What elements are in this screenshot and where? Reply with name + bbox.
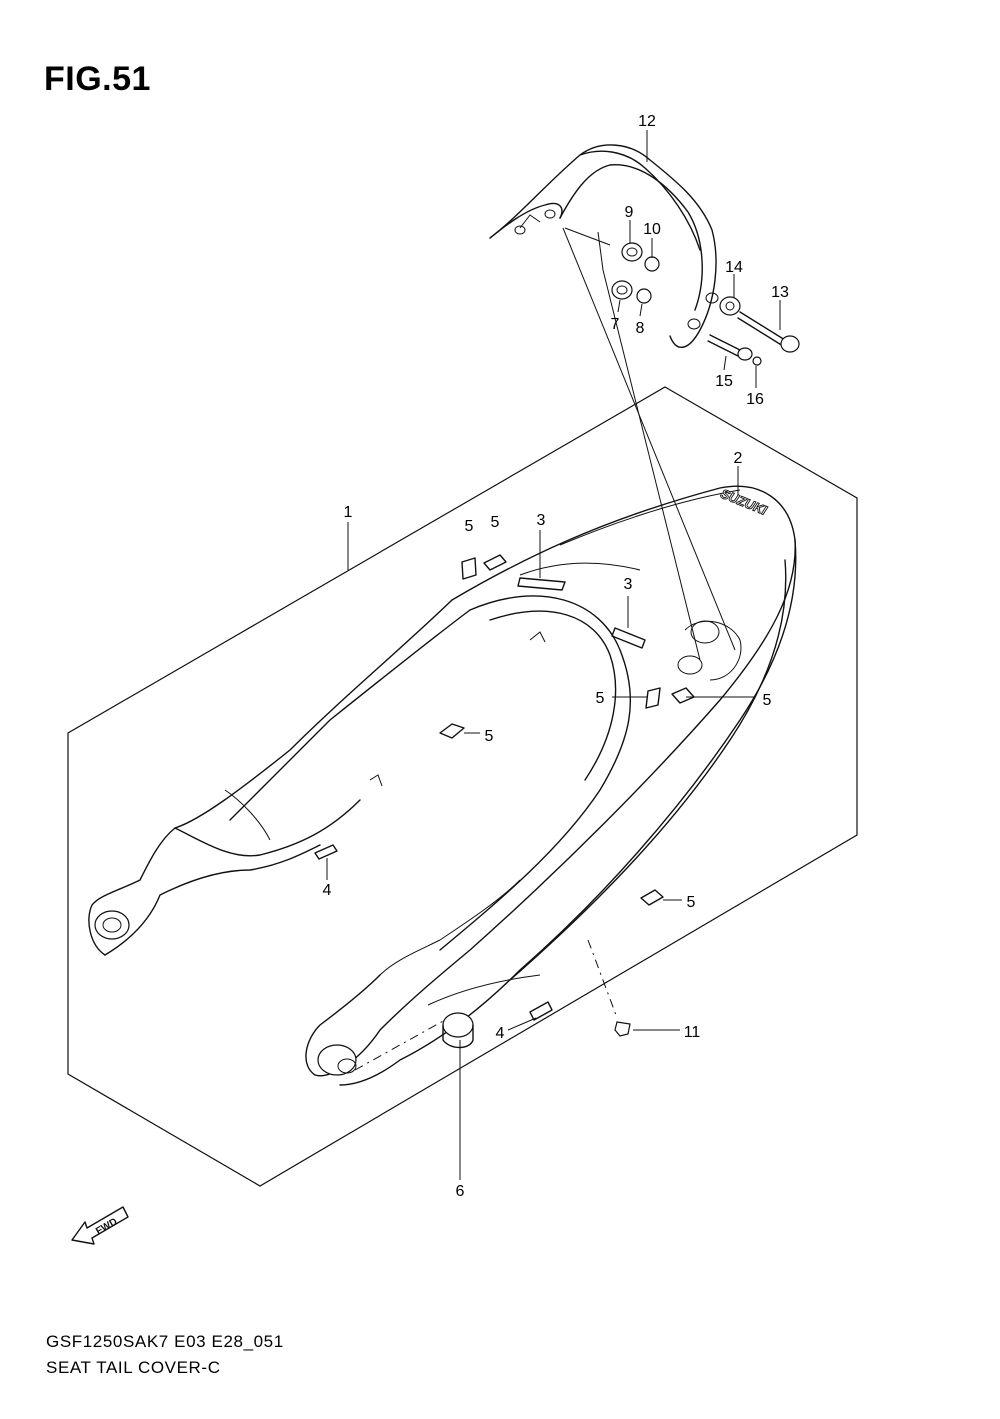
cushion-7 xyxy=(611,280,633,300)
callout-5d: 5 xyxy=(763,692,772,709)
hardware xyxy=(442,242,800,1049)
right-mount-boss xyxy=(317,1044,357,1076)
callout-12: 12 xyxy=(638,113,656,130)
alignment-lines xyxy=(354,227,736,1071)
pad-5e xyxy=(439,723,465,739)
decal-3b xyxy=(611,627,646,649)
bolt-15 xyxy=(707,334,741,357)
callout-7: 7 xyxy=(611,316,620,333)
callout-15: 15 xyxy=(715,373,733,390)
collar-10 xyxy=(644,256,660,272)
pad-5d xyxy=(671,687,695,704)
seat-tail-cover xyxy=(88,485,797,1086)
fwd-arrow-label: FWD xyxy=(94,1216,119,1237)
cushion-9 xyxy=(621,242,643,262)
callout-13: 13 xyxy=(771,284,789,301)
callout-8: 8 xyxy=(636,320,645,337)
clip-11 xyxy=(614,1021,631,1037)
grab-rail xyxy=(489,144,719,348)
callout-5e: 5 xyxy=(485,728,494,745)
callout-5c: 5 xyxy=(596,690,605,707)
pad-4b xyxy=(529,1001,553,1021)
callout-6: 6 xyxy=(456,1183,465,1200)
callout-9: 9 xyxy=(625,204,634,221)
assembly-frame xyxy=(67,386,858,1187)
pad-4a xyxy=(314,844,338,860)
left-mount-boss xyxy=(94,910,130,940)
figure-title: FIG.51 xyxy=(44,60,151,98)
leader-lines xyxy=(326,130,781,1180)
pad-5b xyxy=(483,554,507,571)
callout-3b: 3 xyxy=(624,576,633,593)
callout-5f: 5 xyxy=(687,894,696,911)
callout-5a: 5 xyxy=(465,518,474,535)
callout-4b: 4 xyxy=(496,1025,505,1042)
callout-11: 11 xyxy=(684,1024,701,1041)
decal-pads xyxy=(314,554,695,1021)
callout-16: 16 xyxy=(746,391,764,408)
bolt-13 xyxy=(737,311,786,347)
callouts: 1 2 3 3 4 4 5 5 5 5 5 5 6 7 8 9 10 11 12… xyxy=(323,113,789,1200)
model-code: GSF1250SAK7 E03 E28_051 xyxy=(46,1332,284,1351)
callout-10: 10 xyxy=(643,221,661,238)
cushion-6 xyxy=(442,1012,474,1038)
washer-16 xyxy=(752,356,762,366)
callout-3a: 3 xyxy=(537,512,546,529)
decal-3a xyxy=(517,577,566,591)
figure-subtitle: SEAT TAIL COVER-C xyxy=(46,1358,221,1377)
pad-5f xyxy=(640,889,664,906)
callout-1: 1 xyxy=(344,504,353,521)
fwd-arrow: FWD xyxy=(71,1206,129,1245)
callout-14: 14 xyxy=(725,259,743,276)
callout-2: 2 xyxy=(734,450,743,467)
callout-4a: 4 xyxy=(323,882,332,899)
callout-5b: 5 xyxy=(491,514,500,531)
pad-5a xyxy=(461,557,477,580)
collar-8 xyxy=(636,288,652,304)
washer-14 xyxy=(719,296,741,316)
pad-5c xyxy=(645,687,661,709)
